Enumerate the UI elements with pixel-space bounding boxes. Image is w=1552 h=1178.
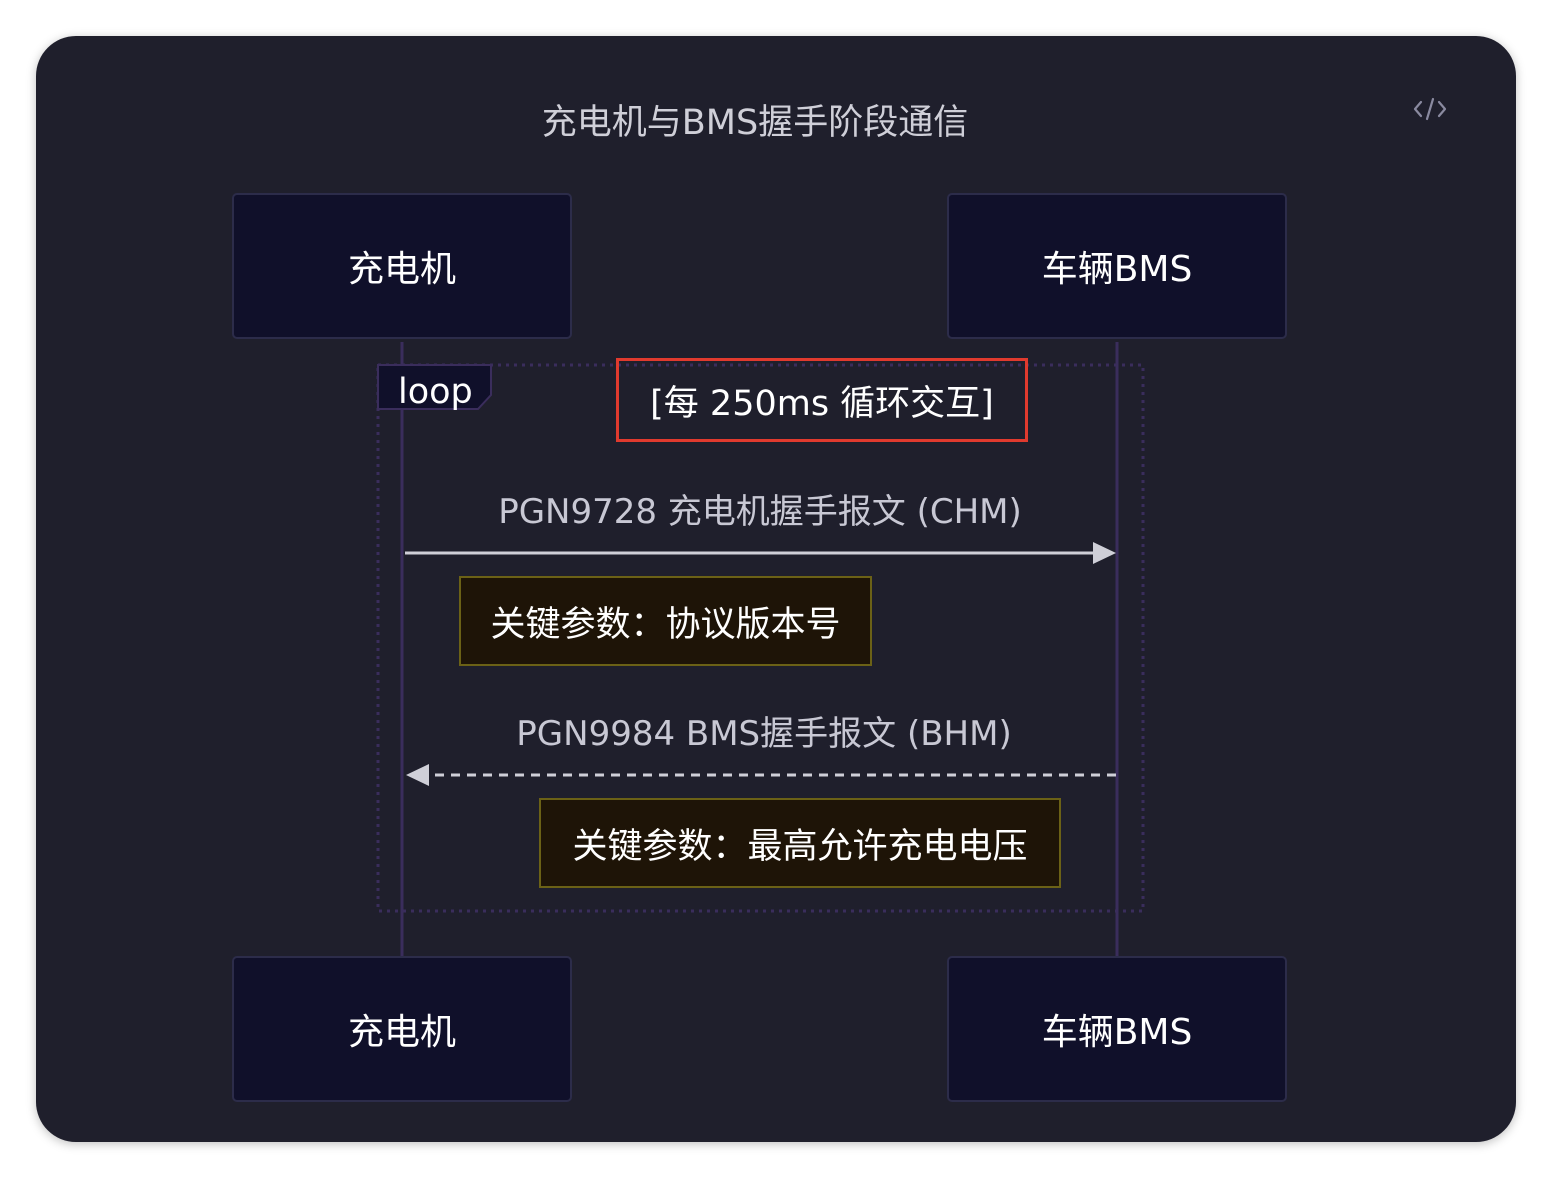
diagram-title: 充电机与BMS握手阶段通信 bbox=[541, 103, 969, 143]
loop-tag-box bbox=[377, 364, 492, 410]
loop-condition: [每 250ms 循环交互] bbox=[616, 358, 1028, 442]
loop-label: loop bbox=[398, 372, 473, 412]
actor-bms-top: 车辆BMS bbox=[947, 193, 1287, 339]
code-icon[interactable] bbox=[1412, 94, 1448, 124]
arrowhead-chm bbox=[1093, 542, 1116, 564]
note-chm: 关键参数：协议版本号 bbox=[459, 576, 872, 666]
message-label-bhm: PGN9984 BMS握手报文 (BHM) bbox=[516, 714, 1012, 754]
arrowhead-bhm bbox=[406, 764, 429, 786]
actor-bms-bottom: 车辆BMS bbox=[947, 956, 1287, 1102]
actor-charger-top: 充电机 bbox=[232, 193, 572, 339]
actor-charger-bottom: 充电机 bbox=[232, 956, 572, 1102]
message-label-chm: PGN9728 充电机握手报文 (CHM) bbox=[498, 492, 1022, 532]
note-bhm: 关键参数：最高允许充电电压 bbox=[539, 798, 1061, 888]
